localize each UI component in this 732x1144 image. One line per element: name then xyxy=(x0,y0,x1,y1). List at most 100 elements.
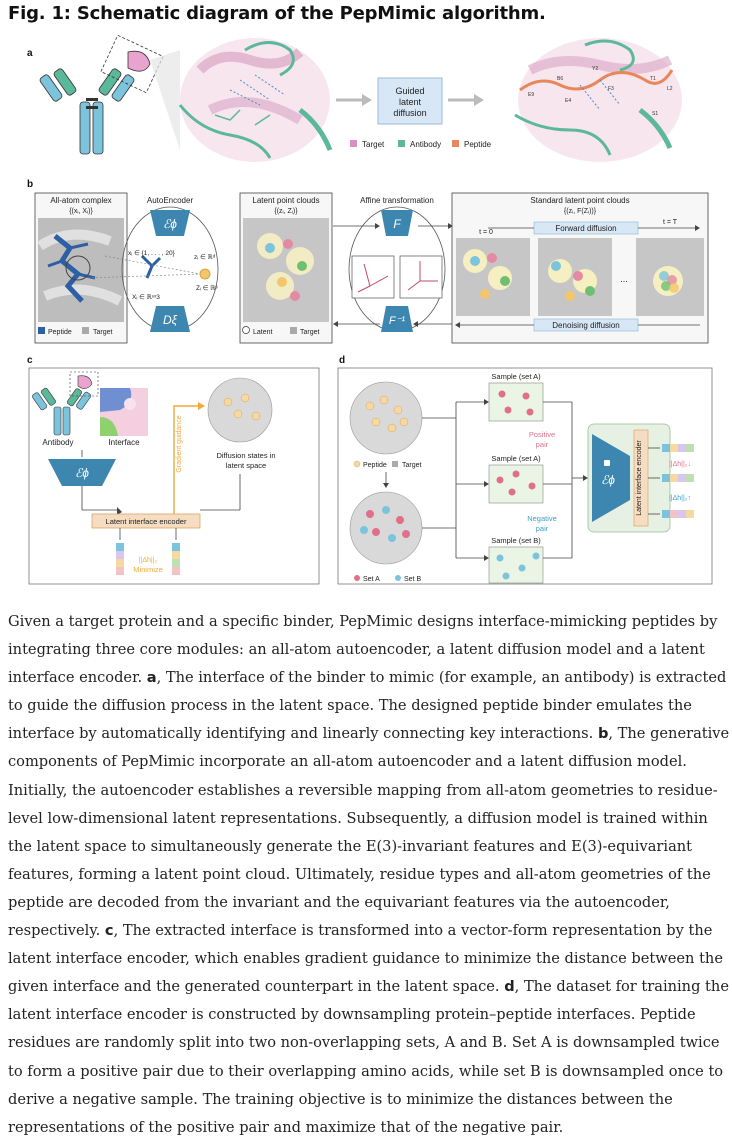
negative-pair-2: pair xyxy=(536,524,549,533)
caption-a-text: , The interface of the binder to mimic (… xyxy=(8,669,727,743)
all-atom-sub: {(xᵢ, Xᵢ)} xyxy=(69,208,93,215)
encoder-trapezoid xyxy=(150,210,190,236)
c-encoder-symbol: ℰϕ xyxy=(75,466,89,480)
Finv-symbol: F⁻¹ xyxy=(389,315,406,327)
legend-b-target2-swatch xyxy=(290,327,297,334)
panel-b: All-atom complex {(xᵢ, Xᵢ)} Peptide Targ… xyxy=(34,192,709,344)
legend-b-peptide: Peptide xyxy=(48,329,72,336)
c-norm: ||Δh||₂ xyxy=(139,557,158,564)
caption-c-text: , The extracted interface is transformed… xyxy=(8,922,723,996)
res-e9: E9 xyxy=(528,92,534,98)
diffusion-states-blob xyxy=(207,377,273,443)
legend-target: Target xyxy=(362,140,385,149)
res-e4: E4 xyxy=(565,98,571,104)
process-line-3: diffusion xyxy=(393,108,426,118)
caption-b-text: , The generative components of PepMimic … xyxy=(8,725,730,940)
d-encoder-symbol: ℰϕ xyxy=(601,473,615,487)
legend-b-target: Target xyxy=(93,329,113,336)
legend-b-peptide-swatch xyxy=(38,327,45,334)
output-vector-2 xyxy=(662,474,694,482)
autoencoder-title: AutoEncoder xyxy=(147,196,194,205)
caption-d-text: , The dataset for training the latent in… xyxy=(8,978,729,1136)
c-lie-label: Latent interface encoder xyxy=(106,517,187,526)
affine-title: Affine transformation xyxy=(360,196,434,205)
legend-latent-swatch xyxy=(242,326,250,334)
panel-a: Guided latent diffusion Target Antibody … xyxy=(39,34,682,162)
panel-d-label: d xyxy=(339,355,346,366)
sample-b-box xyxy=(488,546,544,584)
caption-a-label: a xyxy=(146,669,157,687)
zi-space: zᵢ ∈ ℝᵈ xyxy=(194,253,216,261)
legend-antibody-swatch xyxy=(398,140,405,147)
figure-caption: Given a target protein and a specific bi… xyxy=(8,608,730,1142)
legend-b-latent: Latent xyxy=(253,329,273,336)
process-line-1: Guided xyxy=(395,86,424,96)
denoising-diffusion: Denoising diffusion xyxy=(552,321,619,330)
small-antibody-icon xyxy=(32,371,99,436)
legend-b-target-swatch xyxy=(82,327,89,334)
c-minimize: Minimize xyxy=(133,565,163,574)
panel-c-label: c xyxy=(27,355,33,366)
t0: t = 0 xyxy=(479,229,493,236)
norm-up: ||Δh||₂↑ xyxy=(669,495,691,502)
legend-d-setb: Set B xyxy=(404,576,421,583)
decoder-symbol: Dξ xyxy=(163,313,178,327)
lock-icon xyxy=(604,460,610,466)
latent-render xyxy=(243,218,329,322)
legend-d-peptide: Peptide xyxy=(363,462,387,469)
legend-antibody: Antibody xyxy=(410,140,441,149)
res-y2: Y2 xyxy=(592,66,598,72)
legend-seta-swatch xyxy=(354,575,360,581)
legend-peptide-swatch xyxy=(452,140,459,147)
diffusion-states-label-1: Diffusion states in xyxy=(216,451,275,460)
panel-b-label: b xyxy=(27,179,34,190)
encoder-symbol: ℰϕ xyxy=(163,217,177,231)
negative-pair-1: Negative xyxy=(527,514,557,523)
diffusion-render xyxy=(456,238,704,316)
all-atom-render xyxy=(37,218,124,322)
positive-pair-2: pair xyxy=(536,440,549,449)
diffusion-states-label-2: latent space xyxy=(226,461,266,470)
F-trapezoid xyxy=(381,210,413,236)
ellipsis: ... xyxy=(620,274,628,284)
c-encoder-trapezoid xyxy=(48,459,116,486)
interface-image xyxy=(100,388,148,436)
Zi-space: Zᵢ ∈ ℝ³ xyxy=(196,284,218,292)
latent-title: Latent point clouds xyxy=(252,196,319,205)
caption-b-label: b xyxy=(597,725,609,743)
legend-d-target: Target xyxy=(402,462,422,469)
Finv-trapezoid xyxy=(381,306,413,332)
guided-latent-diffusion-box xyxy=(377,77,443,125)
process-line-2: latent xyxy=(399,97,422,107)
legend-target-swatch xyxy=(350,140,357,147)
norm-down: ||Δh||₂↓ xyxy=(669,461,691,468)
res-f3: F3 xyxy=(608,86,614,92)
xi-range: xᵢ ∈ {1, . . . , 20} xyxy=(128,250,176,257)
output-vector-3 xyxy=(662,510,694,518)
figure-title: Fig. 1: Schematic diagram of the PepMimi… xyxy=(8,3,546,24)
panel-a-label: a xyxy=(27,48,33,59)
output-vector-1 xyxy=(662,444,694,452)
d-bottom-blob xyxy=(349,491,423,565)
F-symbol: F xyxy=(393,217,401,231)
vector-right xyxy=(172,543,180,575)
interface-label: Interface xyxy=(108,438,140,447)
panel-c: Antibody Interface ℰϕ Latent interface e… xyxy=(28,367,320,585)
res-s1: S1 xyxy=(652,111,658,117)
d-top-blob xyxy=(349,381,423,455)
positive-pair-1: Positive xyxy=(529,430,555,439)
all-atom-title: All-atom complex xyxy=(50,196,111,205)
antibody-icon xyxy=(39,34,164,155)
caption-intro: Given a target protein and a specific bi… xyxy=(8,613,718,687)
standard-sub: {(zᵢ, F(Zᵢ))} xyxy=(564,208,597,215)
vector-left xyxy=(116,543,124,575)
Xi-space: Xᵢ ∈ ℝⁿˣ3 xyxy=(132,293,160,301)
legend-d-peptide-swatch xyxy=(353,460,361,468)
antibody-label: Antibody xyxy=(42,438,73,447)
res-t1: T1 xyxy=(650,76,656,82)
res-l2: L2 xyxy=(667,86,673,92)
sample-b-label: Sample (set B) xyxy=(491,536,541,545)
standard-title: Standard latent point clouds xyxy=(530,196,629,205)
zoom-wedge xyxy=(150,50,180,150)
axes-box-right xyxy=(399,255,443,299)
